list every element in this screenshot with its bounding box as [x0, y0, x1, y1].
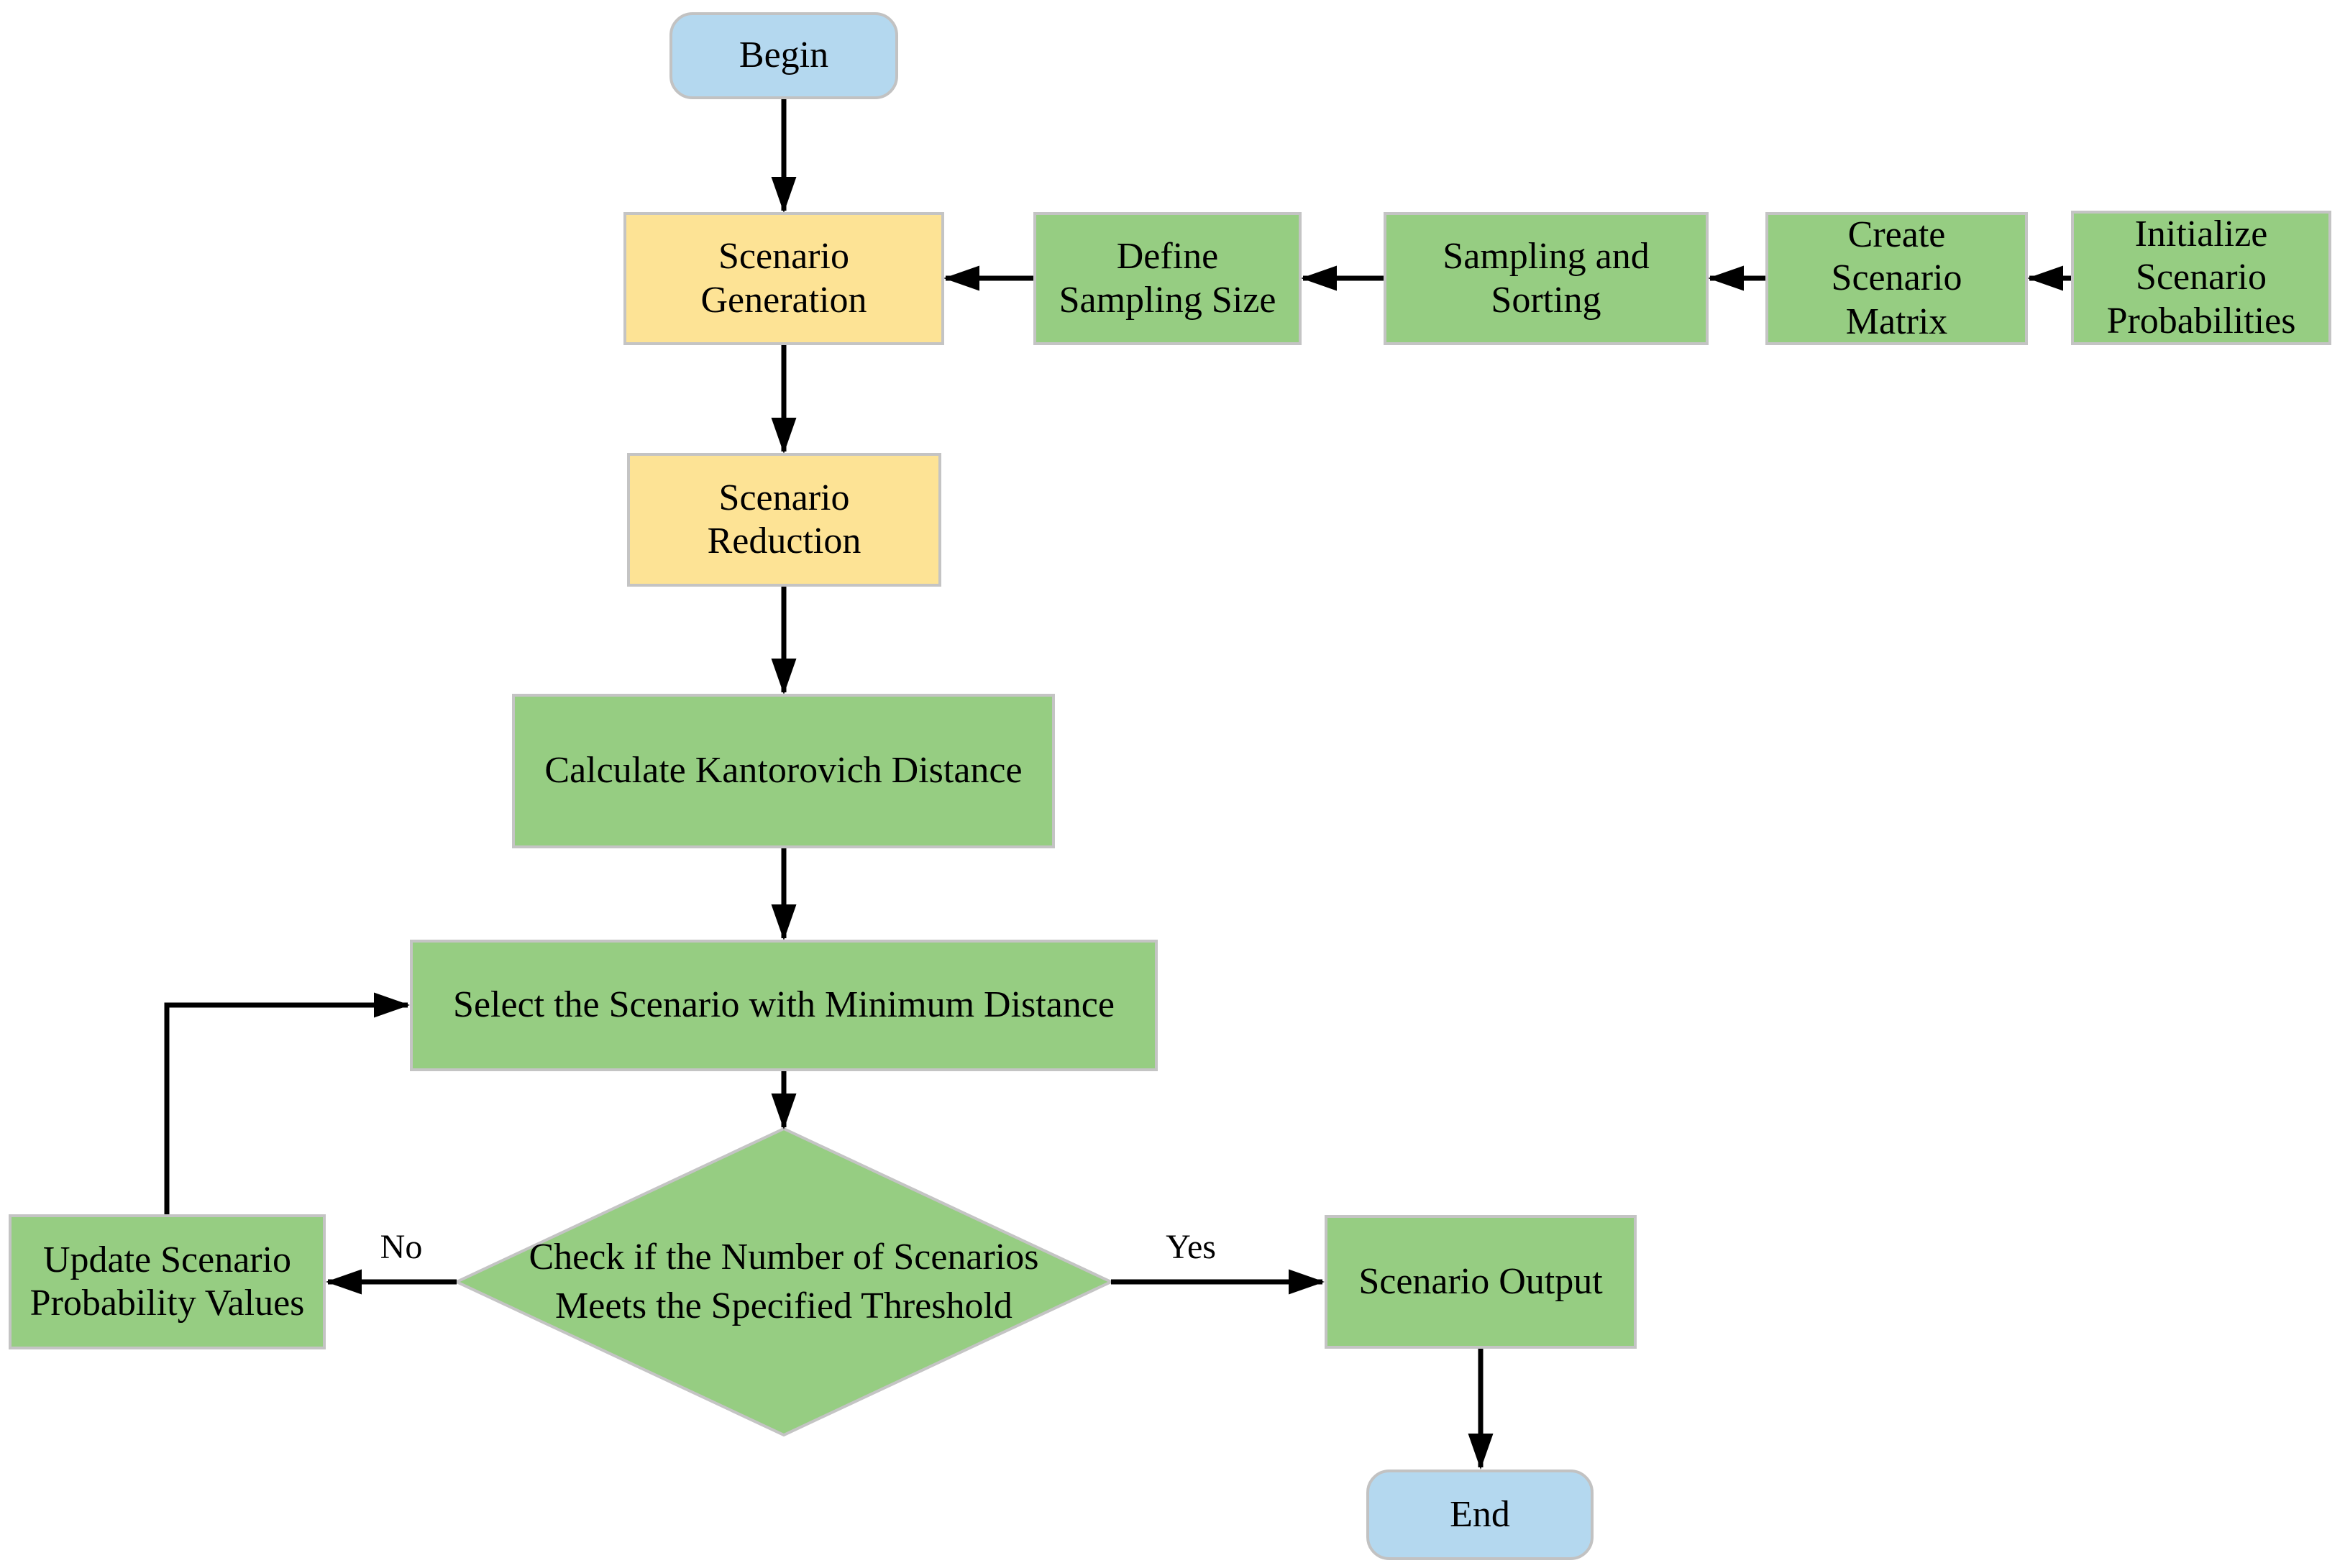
edge-label-no: No	[380, 1227, 423, 1266]
edge-update-loop-to-select	[164, 992, 411, 1214]
node-update-probability-values: Update Scenario Probability Values	[9, 1214, 326, 1349]
decision-diamond-shape	[453, 1127, 1115, 1437]
node-end: End	[1366, 1470, 1594, 1560]
edge-label-yes: Yes	[1166, 1227, 1216, 1266]
node-begin: Begin	[669, 12, 898, 99]
node-select-minimum-distance: Select the Scenario with Minimum Distanc…	[410, 940, 1158, 1071]
node-create-scenario-matrix: Create Scenario Matrix	[1765, 212, 2028, 345]
node-sampling-and-sorting: Sampling and Sorting	[1384, 212, 1709, 345]
node-scenario-reduction: Scenario Reduction	[627, 453, 941, 587]
node-calculate-kantorovich-distance: Calculate Kantorovich Distance	[512, 694, 1055, 848]
node-initialize-scenario-probabilities: Initialize Scenario Probabilities	[2071, 211, 2331, 345]
node-threshold-check-label: Check if the Number of Scenarios Meets t…	[529, 1237, 1039, 1326]
node-scenario-output: Scenario Output	[1325, 1215, 1637, 1349]
node-define-sampling-size: Define Sampling Size	[1033, 212, 1302, 345]
node-scenario-generation: Scenario Generation	[623, 212, 944, 345]
